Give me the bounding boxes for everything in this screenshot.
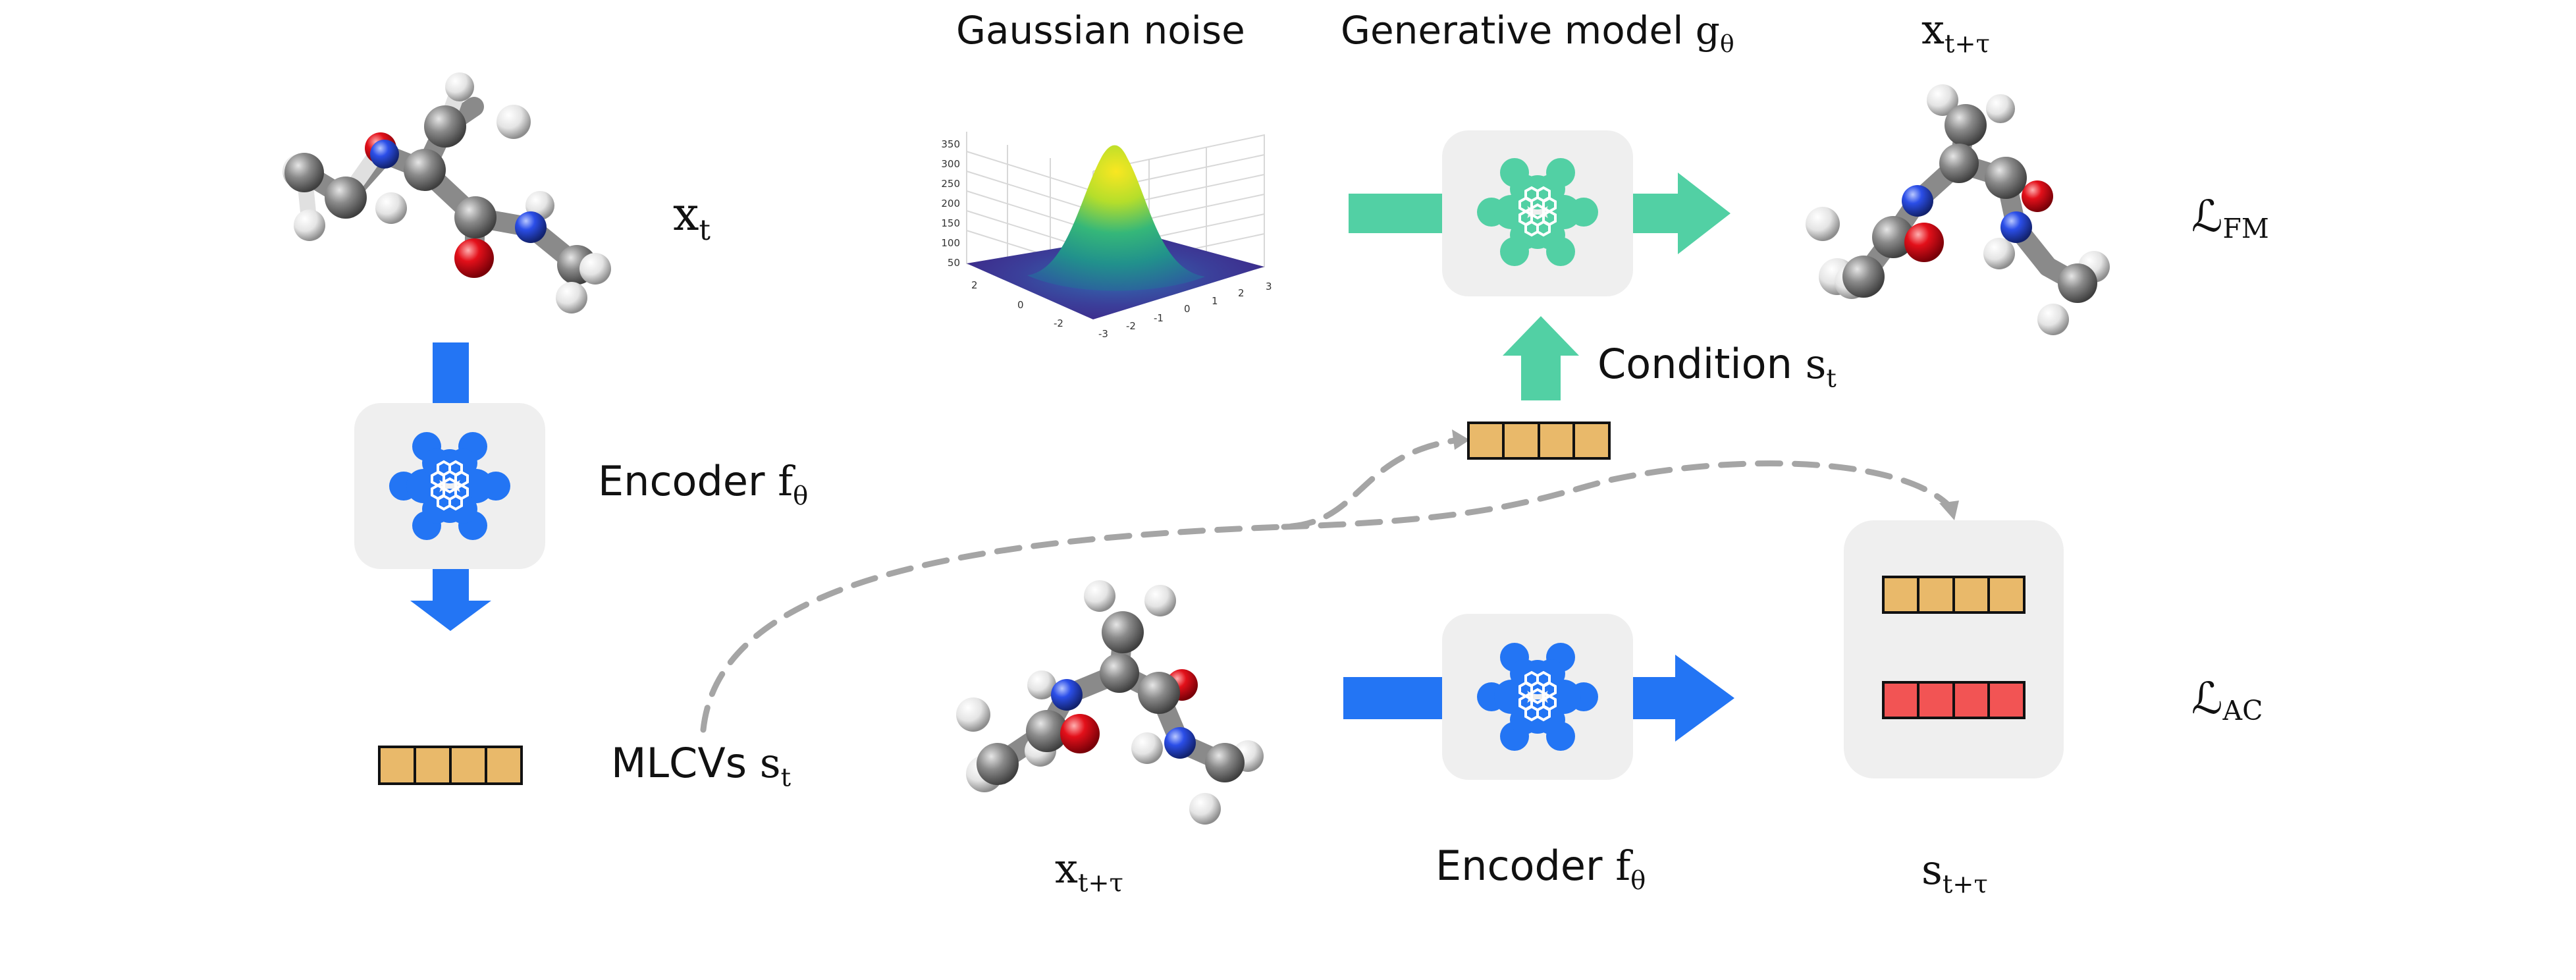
gaussian-surface-plot: 350 300 250 200 150 100 50 2 0 -2 -3 -2 … (941, 132, 1272, 340)
arrow-condition-up-head (1503, 316, 1579, 356)
dashed-connectors (700, 437, 1952, 733)
x-tick: 1 (1212, 295, 1218, 307)
mlcv-vector (378, 746, 523, 785)
encoder-bottom-panel (1442, 614, 1633, 780)
z-tick: 50 (948, 257, 960, 269)
loss-fm-label: ℒFM (2191, 191, 2269, 245)
z-tick: 150 (941, 217, 960, 229)
x-next-bottom-label: xt+τ (1055, 844, 1123, 898)
molecule-x-next-input (956, 580, 1264, 825)
mlcv-to-condition-link (700, 437, 1462, 733)
arrow-xt-to-encoder (433, 342, 469, 407)
molecule-x-next-generated (1806, 84, 2110, 335)
arrow-encoder-to-mlcv-head (410, 601, 491, 631)
arrow-noise-to-generative (1349, 194, 1447, 233)
x-t-label: xt (673, 187, 711, 248)
z-tick: 300 (941, 158, 960, 170)
arrow-generative-to-xnext-shaft (1633, 194, 1679, 233)
arrow-encoder-to-target-head (1675, 655, 1734, 742)
generative-model-panel (1442, 130, 1633, 296)
dashed-arrowhead-target (1939, 501, 1959, 520)
y-tick: 0 (1017, 299, 1024, 311)
encoder-top-panel (354, 403, 545, 569)
y-tick: 2 (971, 279, 978, 291)
x-next-top-label: xt+τ (1921, 5, 1990, 59)
molecule-x-t (282, 72, 611, 313)
arrow-encoder-to-mlcv-shaft (433, 569, 469, 602)
z-tick: 250 (941, 178, 960, 190)
arrow-generative-to-xnext-head (1678, 173, 1731, 254)
z-tick: 200 (941, 198, 960, 209)
target-cv-vector (1882, 681, 2026, 719)
y-tick: -2 (1054, 317, 1063, 329)
generative-model-text: Generative model (1341, 8, 1684, 53)
z-tick: 350 (941, 138, 960, 150)
target-panel (1844, 520, 2064, 778)
dashed-arrowhead-condition (1452, 429, 1470, 450)
x-tick: 3 (1266, 281, 1272, 292)
mlcv-to-target-link (1281, 460, 1952, 530)
x-tick: 2 (1238, 287, 1245, 299)
x-tick: -2 (1126, 320, 1136, 332)
s-next-label: st+τ (1921, 846, 1988, 900)
condition-label: Condition st (1597, 340, 1837, 394)
encoder-bottom-label: Encoder fθ (1436, 842, 1646, 896)
x-tick: -1 (1154, 312, 1164, 324)
condition-vector (1467, 422, 1611, 460)
generative-model-symbol: gθ (1695, 8, 1734, 58)
loss-ac-label: ℒAC (2191, 673, 2263, 727)
generative-model-label: Generative model gθ (1341, 8, 1734, 58)
neural-network-icon (1477, 158, 1598, 266)
neural-network-icon (389, 432, 510, 540)
arrow-encoder-to-target-shaft (1633, 677, 1677, 719)
z-tick: 100 (941, 237, 960, 249)
mlcvs-label: MLCVs st (611, 739, 792, 793)
neural-network-icon (1477, 643, 1598, 751)
arrow-condition-up-shaft (1521, 354, 1561, 400)
x-tick: -3 (1098, 328, 1108, 340)
gaussian-noise-label: Gaussian noise (956, 8, 1245, 53)
predicted-cv-vector (1882, 576, 2026, 614)
arrow-xnext-to-encoder (1343, 677, 1446, 719)
encoder-top-label: Encoder fθ (598, 457, 809, 511)
x-tick: 0 (1184, 303, 1191, 315)
